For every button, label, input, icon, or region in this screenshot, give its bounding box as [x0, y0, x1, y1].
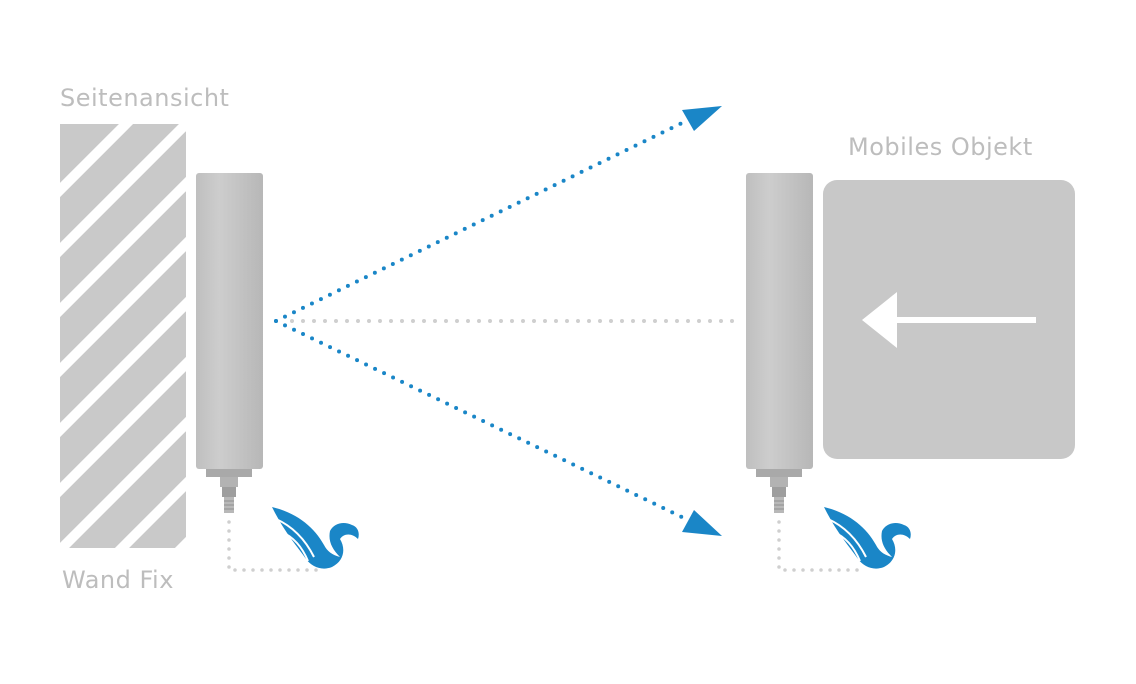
sensor-left	[196, 173, 263, 513]
eagle-logo-icon	[272, 507, 359, 569]
beam-lower-arrowhead	[682, 510, 722, 536]
wall-hatching	[60, 124, 186, 548]
mobile-object-label: Mobiles Objekt	[848, 133, 1033, 161]
cable-left	[227, 520, 320, 572]
arrow-left-icon	[862, 292, 1036, 348]
beam-upper	[274, 119, 688, 323]
beam-upper-arrowhead	[682, 106, 722, 131]
wall	[60, 124, 186, 548]
eagle-logo-icon	[824, 507, 911, 569]
sensor-right	[746, 173, 813, 513]
side-view-label: Seitenansicht	[60, 84, 230, 112]
wall-label: Wand Fix	[62, 566, 174, 594]
beam-lower	[274, 319, 688, 521]
mobile-object	[823, 180, 1075, 459]
beams	[274, 106, 736, 536]
